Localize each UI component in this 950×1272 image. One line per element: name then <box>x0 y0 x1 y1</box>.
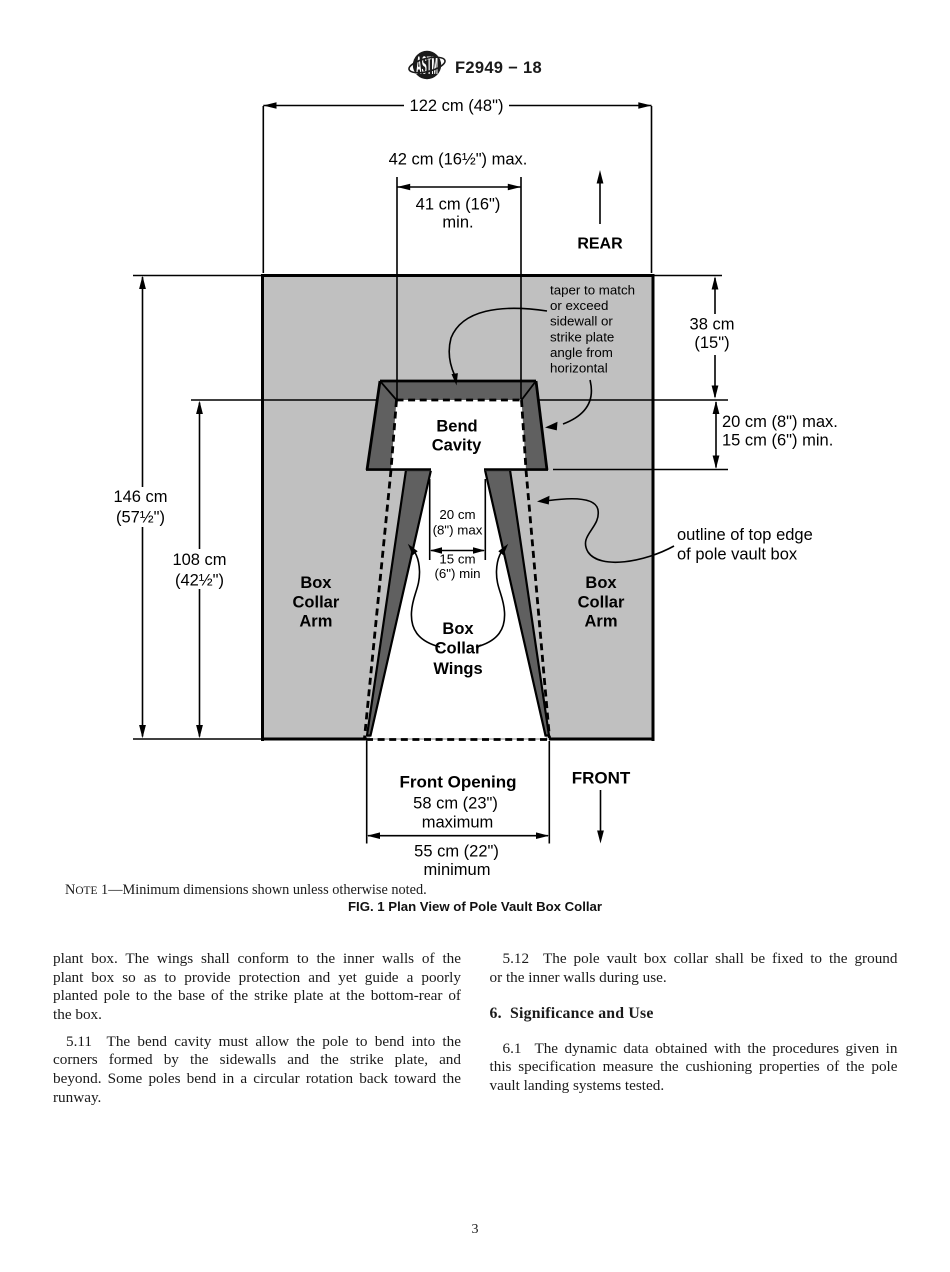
svg-text:FRONT: FRONT <box>572 769 631 788</box>
svg-text:20 cm: 20 cm <box>439 507 475 522</box>
svg-text:maximum: maximum <box>422 814 494 832</box>
svg-text:20 cm (8") max.: 20 cm (8") max. <box>722 413 838 431</box>
svg-text:15 cm: 15 cm <box>439 552 475 567</box>
svg-text:Arm: Arm <box>299 613 332 631</box>
svg-text:REAR: REAR <box>577 236 623 253</box>
svg-text:38 cm: 38 cm <box>690 316 735 334</box>
svg-text:sidewall or: sidewall or <box>550 314 613 329</box>
svg-text:outline of top edge: outline of top edge <box>677 526 813 544</box>
svg-text:(8") max: (8") max <box>433 523 483 538</box>
svg-text:Wings: Wings <box>433 660 482 678</box>
svg-text:Collar: Collar <box>435 640 482 658</box>
svg-text:Front Opening: Front Opening <box>399 773 516 792</box>
svg-text:Box: Box <box>585 574 617 592</box>
svg-text:angle from: angle from <box>550 345 613 360</box>
svg-text:Box: Box <box>300 574 332 592</box>
svg-text:Collar: Collar <box>293 593 340 611</box>
svg-text:41 cm (16"): 41 cm (16") <box>416 196 501 214</box>
svg-text:Box: Box <box>442 620 474 638</box>
svg-text:minimum: minimum <box>424 861 491 879</box>
svg-text:or exceed: or exceed <box>550 298 608 313</box>
svg-text:108 cm: 108 cm <box>172 551 226 569</box>
svg-text:of pole vault box: of pole vault box <box>677 546 798 564</box>
svg-text:taper to match: taper to match <box>550 283 635 298</box>
svg-text:122 cm (48"): 122 cm (48") <box>410 97 504 115</box>
svg-text:(42½"): (42½") <box>175 572 224 590</box>
svg-text:horizontal: horizontal <box>550 361 608 376</box>
svg-text:15 cm (6") min.: 15 cm (6") min. <box>722 431 833 449</box>
svg-text:strike plate: strike plate <box>550 329 614 344</box>
svg-text:146 cm: 146 cm <box>113 488 167 506</box>
svg-text:55 cm (22"): 55 cm (22") <box>414 843 499 861</box>
svg-text:min.: min. <box>442 214 473 232</box>
svg-text:58 cm (23"): 58 cm (23") <box>413 795 498 813</box>
svg-text:42 cm (16½") max.: 42 cm (16½") max. <box>389 151 528 169</box>
svg-text:(57½"): (57½") <box>116 509 165 527</box>
svg-text:Collar: Collar <box>578 593 625 611</box>
svg-text:(6") min: (6") min <box>434 566 480 581</box>
svg-text:(15"): (15") <box>694 334 729 352</box>
svg-text:Arm: Arm <box>584 613 617 631</box>
svg-text:Bend: Bend <box>436 417 477 435</box>
svg-text:Cavity: Cavity <box>432 437 482 455</box>
